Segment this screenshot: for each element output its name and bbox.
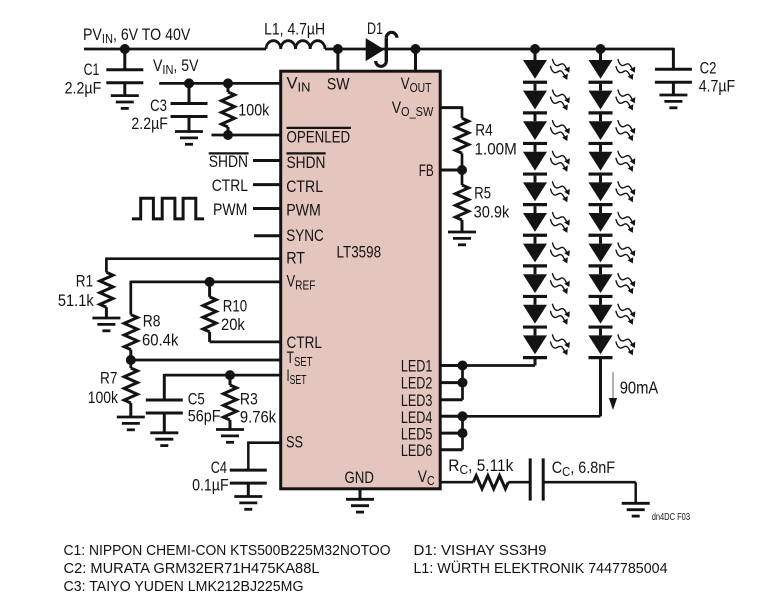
svg-text:100k: 100k [238,101,269,120]
svg-text:SHDN: SHDN [209,153,248,171]
svg-text:VC: VC [418,468,435,488]
svg-text:R5: R5 [474,184,491,203]
svg-text:CTRL: CTRL [212,177,248,195]
svg-text:20k: 20k [221,315,245,334]
svg-text:SS: SS [286,433,303,451]
svg-text:30.9k: 30.9k [474,202,510,221]
svg-text:2.2µF: 2.2µF [131,114,168,133]
svg-text:PWM: PWM [213,201,247,219]
svg-text:VO_SW: VO_SW [392,99,434,119]
svg-text:4.7µF: 4.7µF [699,77,735,96]
svg-text:C1: C1 [84,60,100,79]
svg-text:C2: MURATA GRM32ER71H475KA88L: C2: MURATA GRM32ER71H475KA88L [64,560,320,577]
svg-text:dn4DC F03: dn4DC F03 [652,512,691,523]
svg-text:2.2µF: 2.2µF [65,79,102,98]
svg-text:ISET: ISET [287,367,307,387]
svg-text:C1: NIPPON CHEMI-CON KTS500B22: C1: NIPPON CHEMI-CON KTS500B225M32NOTOO [64,542,391,559]
svg-text:RC, 5.11k: RC, 5.11k [448,457,514,477]
svg-text:R1: R1 [76,271,93,290]
svg-text:D1: VISHAY SS3H9: D1: VISHAY SS3H9 [414,542,547,559]
svg-text:C3: C3 [150,96,167,115]
svg-text:RT: RT [286,250,305,268]
svg-text:C3: TAIYO YUDEN LMK212BJ225MG: C3: TAIYO YUDEN LMK212BJ225MG [64,578,304,595]
svg-text:D1: D1 [367,19,383,38]
svg-text:VIN, 5V: VIN, 5V [153,56,199,77]
svg-text:FB: FB [419,162,434,180]
svg-text:L1: WÜRTH ELEKTRONIK 744778500: L1: WÜRTH ELEKTRONIK 7447785004 [414,559,668,577]
svg-text:C4: C4 [211,458,227,477]
svg-text:LED4: LED4 [401,409,433,427]
svg-text:60.4k: 60.4k [142,331,179,350]
svg-text:OPENLED: OPENLED [287,129,351,147]
svg-text:9.76k: 9.76k [240,407,277,426]
svg-text:LED3: LED3 [401,392,433,410]
svg-text:VOUT: VOUT [401,75,432,95]
svg-text:1.00M: 1.00M [475,140,517,159]
svg-text:CTRL: CTRL [286,178,323,196]
svg-text:PWM: PWM [286,202,321,220]
svg-text:VIN: VIN [287,75,311,95]
svg-text:SHDN: SHDN [287,154,326,172]
svg-text:LED2: LED2 [401,375,433,393]
svg-text:LT3598: LT3598 [337,243,382,262]
svg-text:LED1: LED1 [401,358,433,376]
svg-text:51.1k: 51.1k [58,291,94,310]
svg-text:0.1µF: 0.1µF [192,476,229,495]
svg-text:R4: R4 [475,121,493,140]
svg-text:SYNC: SYNC [286,227,324,245]
svg-text:R3: R3 [240,389,258,408]
svg-text:GND: GND [345,469,374,487]
svg-text:C5: C5 [188,389,205,408]
svg-text:L1, 4.7µH: L1, 4.7µH [264,19,325,38]
svg-text:R10: R10 [223,297,247,316]
svg-text:C2: C2 [700,58,717,77]
svg-text:SW: SW [327,75,350,93]
svg-text:56pF: 56pF [188,407,221,426]
svg-text:PVIN, 6V TO 40V: PVIN, 6V TO 40V [83,25,191,46]
svg-text:LED6: LED6 [401,442,433,460]
svg-text:R7: R7 [100,368,117,387]
svg-text:LED5: LED5 [401,426,433,444]
svg-text:90mA: 90mA [620,378,659,398]
svg-text:VREF: VREF [287,273,316,293]
svg-text:R8: R8 [143,311,161,330]
svg-text:TSET: TSET [287,349,313,369]
svg-text:CTRL: CTRL [287,334,323,352]
svg-text:CC, 6.8nF: CC, 6.8nF [552,459,615,479]
svg-text:100k: 100k [88,388,119,407]
